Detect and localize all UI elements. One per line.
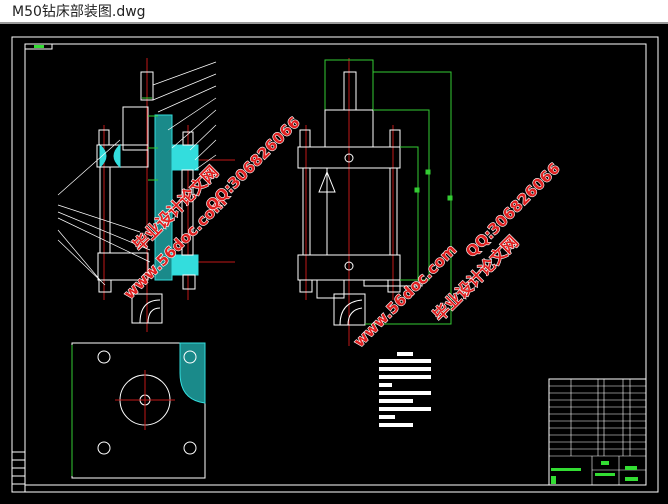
cad-drawing-canvas[interactable]: www.56doc.com 毕业设计论文网 QQ:306826066 www.5… xyxy=(0,26,668,504)
title-bar: M50钻床部装图.dwg xyxy=(0,0,668,24)
section-view xyxy=(57,58,235,332)
title-block xyxy=(548,378,647,486)
technical-notes xyxy=(379,352,431,427)
svg-text:QQ:306826066: QQ:306826066 xyxy=(202,113,303,214)
drawing-frame xyxy=(11,36,659,493)
window-title: M50钻床部装图.dwg xyxy=(12,4,146,20)
top-view xyxy=(71,342,206,479)
front-view xyxy=(297,58,453,346)
